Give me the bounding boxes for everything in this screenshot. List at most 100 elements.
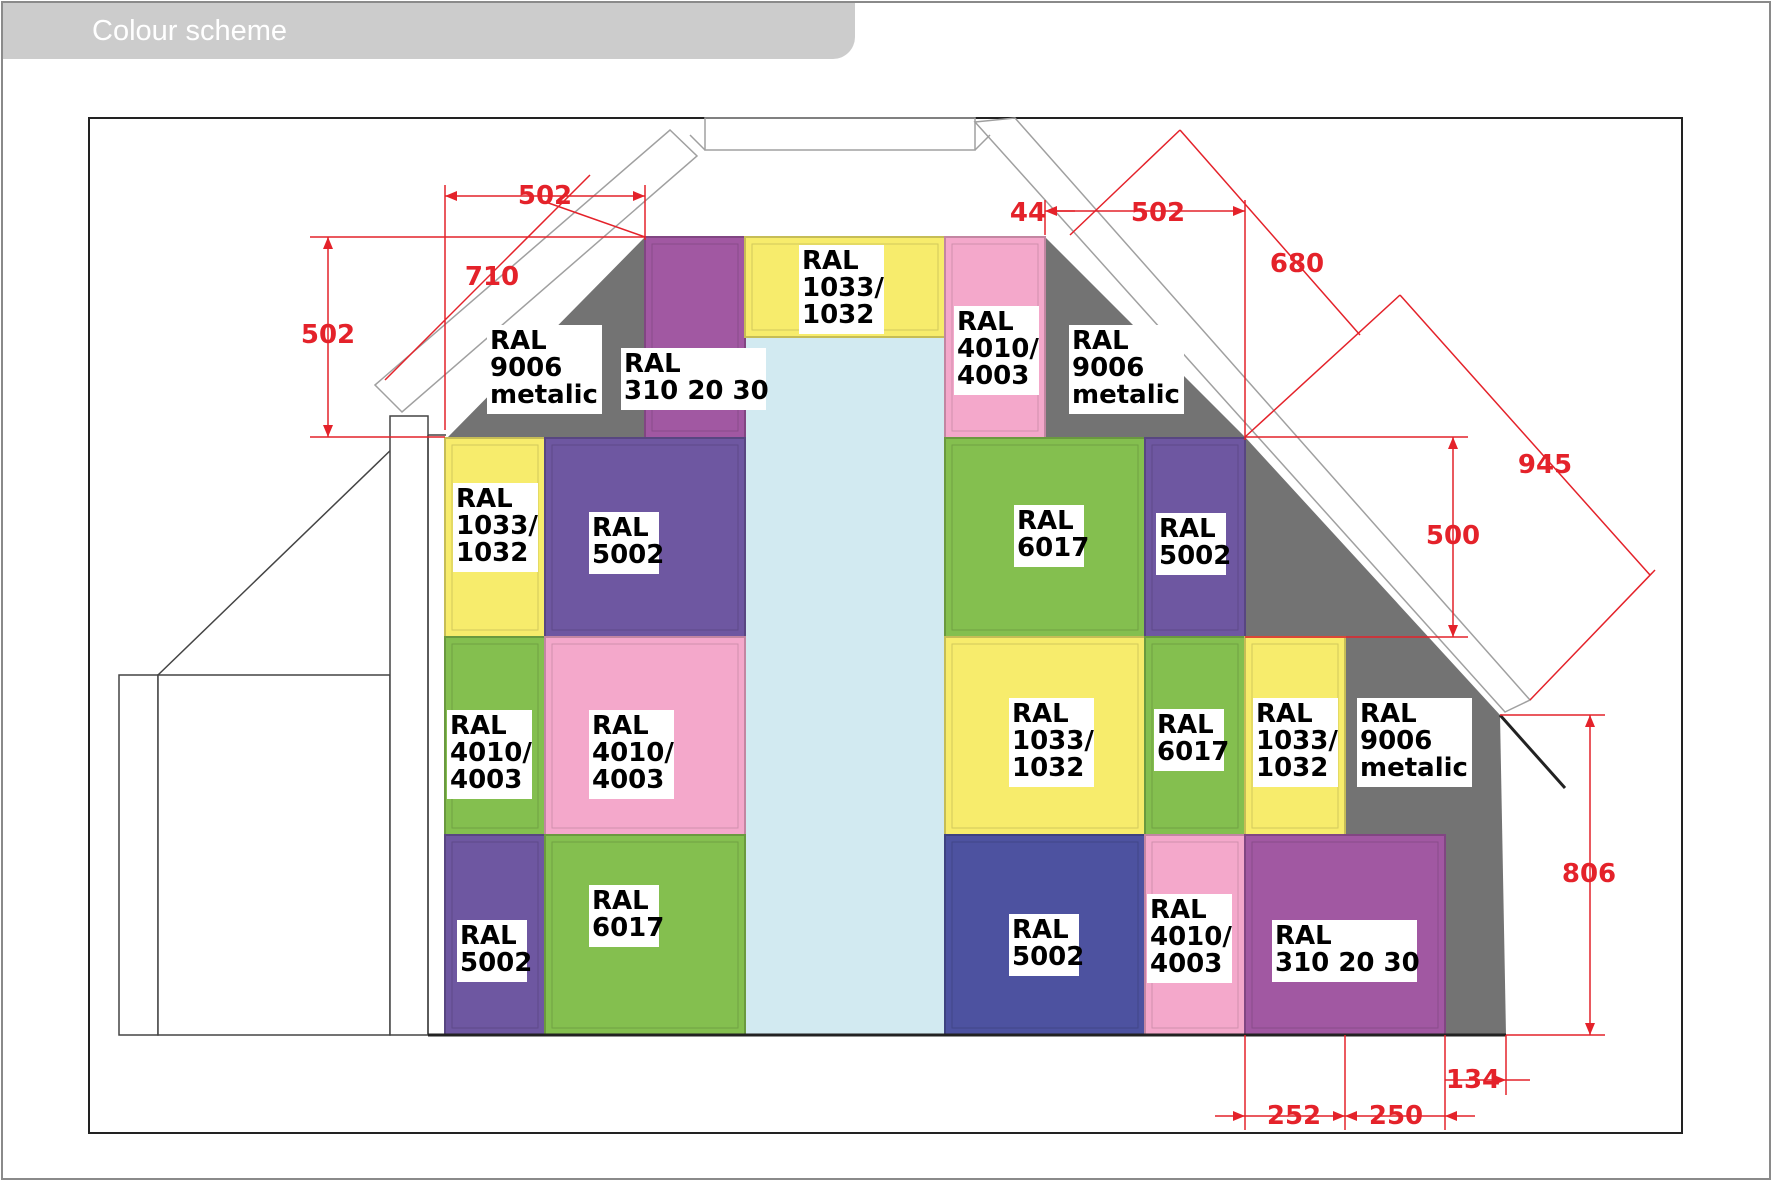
panel-label-line: 9006	[1072, 353, 1144, 383]
panel-label-line: 4003	[1150, 949, 1222, 979]
panel-inner-r3-purple-left	[451, 841, 539, 1029]
panel-label-line: RAL	[450, 711, 507, 741]
dim-bottom-b: 250	[1369, 1101, 1423, 1131]
panel-label-line: RAL	[1256, 699, 1313, 729]
panel-label-line: 6017	[592, 913, 664, 943]
dim-right-upper-slope: 680	[1270, 249, 1324, 279]
panel-inner-r1-green-right	[951, 444, 1139, 631]
panel-label-line: 4010/	[1150, 922, 1232, 952]
label-bg-r3-violet-right	[1272, 920, 1417, 982]
panel-label-line: 4003	[450, 765, 522, 795]
label-bg-r3-navy-right	[1009, 914, 1079, 976]
label-bg-r1-green-right	[1014, 505, 1084, 567]
panel-label-line: 5002	[1012, 942, 1084, 972]
label-bg-r2-yellow-far-right	[1253, 698, 1338, 787]
label-bg-r3-pink-right	[1147, 894, 1232, 983]
panel-label-line: RAL	[624, 349, 681, 379]
dimension-labels: 502 710 502 44 502 680 945 500 806 134 2…	[301, 181, 1616, 1131]
panel-inner-r2-pink-left	[551, 643, 739, 829]
panel-inner-r1-purple-right	[1151, 444, 1239, 631]
dim-right-lower-slope: 945	[1518, 450, 1572, 480]
dim-right-mid-height: 500	[1426, 521, 1480, 551]
panel-label-line: 4003	[957, 361, 1029, 391]
dim-bottom-a: 252	[1267, 1101, 1321, 1131]
panel-label-line: 310 20 30	[1275, 948, 1420, 978]
label-bg-gable-right	[1069, 325, 1184, 414]
panel-label-line: metalic	[1360, 753, 1468, 783]
panel-label-line: RAL	[592, 711, 649, 741]
dimension-arrows	[323, 191, 1595, 1121]
panel-inner-r3-violet-right	[1251, 841, 1439, 1029]
label-bg-r1-yellow-left	[453, 483, 538, 572]
label-bg-r1-purple-left	[589, 512, 659, 574]
panel-label-line: 1032	[1256, 753, 1328, 783]
panel-label-line: 5002	[592, 540, 664, 570]
panel-inner-r3-green-left	[551, 841, 739, 1029]
panel-label-line: 5002	[1159, 541, 1231, 571]
dim-right-overhang: 134	[1446, 1065, 1500, 1095]
panel-label-line: 1033/	[1256, 726, 1338, 756]
panel-label-line: RAL	[1017, 506, 1074, 536]
panel-label-line: 4010/	[957, 334, 1039, 364]
panel-label-line: 4003	[592, 765, 664, 795]
panel-label-line: RAL	[1360, 699, 1417, 729]
panel-inner-r2-yellow-right	[951, 643, 1139, 829]
panel-label-line: metalic	[490, 380, 598, 410]
label-bg-r3-purple-left	[457, 920, 527, 982]
panel-label-line: RAL	[592, 886, 649, 916]
panel-inner-r1-purple-left	[551, 444, 739, 631]
panel-label-line: RAL	[1157, 710, 1214, 740]
dim-top-right-width: 502	[1131, 198, 1185, 228]
panel-label-line: RAL	[456, 484, 513, 514]
dim-right-low-height: 806	[1562, 859, 1616, 889]
label-bg-r2-pink-left	[589, 710, 674, 799]
centre-strip	[745, 338, 945, 1035]
panel-label-line: 1032	[1012, 753, 1084, 783]
panel-label-line: 6017	[1157, 737, 1229, 767]
label-bg-top-violet	[621, 348, 766, 410]
panel-label-line: RAL	[1012, 915, 1069, 945]
panel-label-line: 1032	[802, 300, 874, 330]
panel-label-line: RAL	[1150, 895, 1207, 925]
panel-label-line: 4010/	[592, 738, 674, 768]
panel-label-line: RAL	[592, 513, 649, 543]
neighbour-outline	[118, 415, 446, 1036]
label-bg-r2-yellow-right	[1009, 698, 1094, 787]
panel-label-line: 9006	[1360, 726, 1432, 756]
label-bg-r2-green-left	[447, 710, 532, 799]
panel-label-line: RAL	[490, 326, 547, 356]
label-bg-top-pink	[954, 306, 1039, 395]
panel-label-line: 6017	[1017, 533, 1089, 563]
panel-inner-top-violet	[651, 243, 739, 432]
panel-label-line: RAL	[1275, 921, 1332, 951]
panel-label-line: 1033/	[1012, 726, 1094, 756]
panel-label-line: RAL	[1159, 514, 1216, 544]
label-bg-r3-green-left	[589, 885, 659, 947]
dim-top-left-width: 502	[518, 181, 572, 211]
label-bg-gable-left	[487, 325, 602, 414]
label-bg-r2-grey-right	[1357, 698, 1472, 787]
page-title: Colour scheme	[92, 15, 288, 47]
dim-left-height: 502	[301, 320, 355, 350]
panel-label-line: 5002	[460, 948, 532, 978]
dimension-lines	[310, 129, 1656, 1130]
